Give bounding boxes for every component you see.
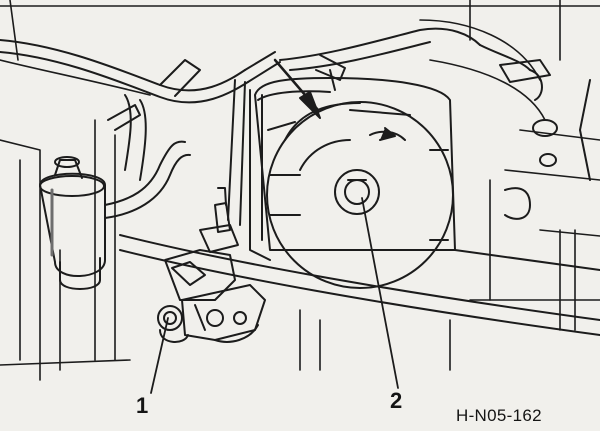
right-fittings [499, 59, 591, 220]
callout-2: 2 [390, 388, 403, 413]
leader-line-1 [150, 317, 169, 394]
drive-belt [119, 234, 600, 336]
direction-arrow [273, 58, 321, 119]
leader-lines [150, 197, 399, 394]
callout-1: 1 [136, 393, 149, 418]
adjuster-assembly [157, 187, 266, 343]
figure-code: H-N05-162 [456, 406, 542, 425]
leader-line-2 [361, 197, 399, 389]
connecting-hoses [104, 59, 201, 219]
hose-lines [0, 27, 543, 104]
mounting-bracket [227, 79, 271, 261]
canister [39, 156, 106, 290]
pulley-unit [254, 54, 456, 289]
